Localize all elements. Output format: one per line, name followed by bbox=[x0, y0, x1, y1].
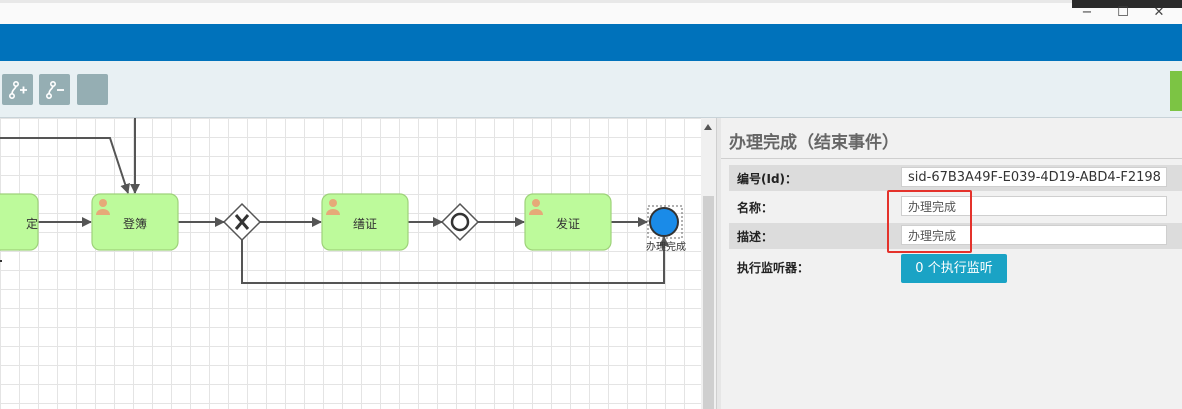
editor-toolbar bbox=[0, 61, 1182, 118]
name-field[interactable]: 办理完成 bbox=[901, 196, 1167, 216]
exclusive-gateway-x-icon bbox=[234, 214, 250, 230]
end-event bbox=[649, 207, 679, 237]
connect-minus-button[interactable] bbox=[39, 74, 70, 105]
end-event-selection bbox=[647, 205, 683, 239]
end-event-label: 办理完成 bbox=[646, 242, 686, 253]
property-row-name: 名称： 办理完成 bbox=[729, 194, 1182, 220]
inclusive-gateway-circle-icon bbox=[450, 212, 470, 232]
user-task-icon bbox=[529, 199, 543, 215]
blank-tool-button[interactable] bbox=[77, 74, 108, 105]
property-row-listeners: 执行监听器： bbox=[729, 254, 1182, 280]
task-label-2: 登簿 bbox=[122, 217, 147, 231]
task-label-3: 缮证 bbox=[352, 217, 377, 231]
title-bar-dark-edge bbox=[1072, 0, 1182, 8]
property-row-description: 描述： 办理完成 bbox=[729, 223, 1182, 249]
connect-minus-icon bbox=[45, 80, 64, 100]
window-title-bar: − ☐ ✕ bbox=[0, 0, 1182, 24]
title-bar-top-line bbox=[0, 0, 1072, 3]
execution-listeners-button[interactable]: 0 个执行监听 bbox=[901, 254, 1007, 283]
property-row-id: 编号(Id)： sid-67B3A49F-E039-4D19-ABD4-F219… bbox=[729, 165, 1182, 191]
toolbar-green-strip bbox=[1170, 71, 1182, 111]
inclusive-gateway bbox=[440, 202, 480, 242]
flow-xgateway-bypass bbox=[241, 236, 669, 284]
task-label-1: 定 bbox=[25, 217, 38, 231]
user-task-icon bbox=[326, 199, 340, 215]
canvas-mark bbox=[0, 260, 2, 262]
scroll-up-arrow-icon[interactable] bbox=[704, 124, 712, 130]
minimize-button[interactable]: − bbox=[1081, 5, 1093, 20]
property-label-name: 名称： bbox=[737, 201, 774, 215]
task-box-1 bbox=[0, 193, 39, 251]
process-canvas[interactable]: 定 登簿 缮证 发证 办理完成 bbox=[0, 118, 701, 409]
connect-plus-button[interactable] bbox=[2, 74, 33, 105]
scrollbar-thumb[interactable] bbox=[703, 196, 714, 409]
properties-title: 办理完成（结束事件） bbox=[729, 133, 899, 153]
highlight-annotation-box bbox=[887, 190, 972, 253]
process-diagram bbox=[0, 118, 683, 284]
description-field[interactable]: 办理完成 bbox=[901, 225, 1167, 245]
task-box-2 bbox=[91, 193, 179, 251]
id-field[interactable]: sid-67B3A49F-E039-4D19-ABD4-F2198 bbox=[901, 167, 1167, 187]
task-label-4: 发证 bbox=[555, 217, 580, 231]
panel-divider[interactable] bbox=[716, 118, 722, 409]
property-label-listeners: 执行监听器： bbox=[737, 261, 810, 275]
task-box-4 bbox=[524, 193, 612, 251]
task-box-3 bbox=[321, 193, 409, 251]
canvas-vertical-scrollbar[interactable] bbox=[701, 118, 716, 409]
flow-top-horizontal bbox=[0, 137, 130, 194]
connect-plus-icon bbox=[8, 80, 27, 100]
property-label-id: 编号(Id)： bbox=[737, 172, 798, 186]
user-task-icon bbox=[96, 199, 110, 215]
close-button[interactable]: ✕ bbox=[1153, 5, 1165, 20]
properties-separator bbox=[721, 158, 1182, 159]
properties-panel: 办理完成（结束事件） 编号(Id)： sid-67B3A49F-E039-4D1… bbox=[721, 118, 1182, 409]
maximize-button[interactable]: ☐ bbox=[1117, 5, 1129, 20]
property-label-description: 描述： bbox=[737, 230, 774, 244]
app-header-bar bbox=[0, 24, 1182, 61]
